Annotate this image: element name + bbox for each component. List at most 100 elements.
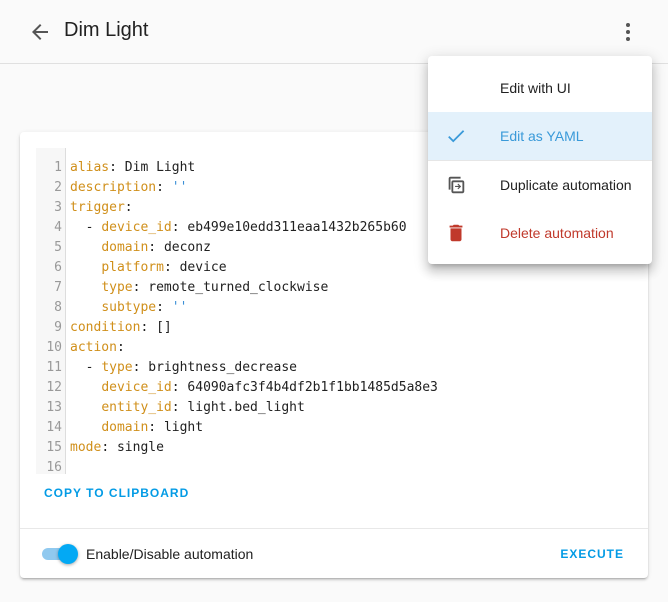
overflow-menu: Edit with UI Edit as YAML Duplicate auto…	[428, 56, 652, 264]
copy-to-clipboard-button[interactable]: COPY TO CLIPBOARD	[44, 486, 190, 500]
yaml-value: :	[156, 180, 172, 195]
yaml-value: :	[101, 440, 117, 455]
yaml-value: brightness_decrease	[148, 360, 297, 375]
arrow-left-icon	[32, 24, 48, 40]
yaml-key: device_id	[101, 380, 172, 395]
yaml-key: domain	[101, 240, 149, 255]
yaml-value: -	[70, 360, 102, 375]
line-number: 2	[54, 180, 62, 195]
menu-divider	[428, 160, 652, 161]
yaml-value: :	[156, 300, 172, 315]
code-line: mode: single	[70, 438, 632, 458]
execute-button[interactable]: EXECUTE	[560, 547, 624, 561]
yaml-value: light	[163, 420, 204, 435]
menu-item-duplicate-automation[interactable]: Duplicate automation	[428, 161, 652, 209]
line-number: 6	[54, 260, 62, 275]
yaml-key: alias	[70, 160, 110, 175]
menu-item-label: Edit as YAML	[500, 128, 584, 144]
line-number: 3	[54, 200, 62, 215]
yaml-value	[70, 300, 101, 315]
line-number: 12	[46, 380, 62, 395]
line-number: 9	[54, 320, 62, 335]
menu-item-edit-with-ui[interactable]: Edit with UI	[428, 64, 652, 112]
toggle-label: Enable/Disable automation	[86, 546, 254, 562]
menu-item-delete-automation[interactable]: Delete automation	[428, 209, 652, 257]
yaml-key: type	[101, 360, 133, 375]
code-line: type: remote_turned_clockwise	[70, 278, 632, 298]
line-number: 4	[54, 220, 62, 235]
duplicate-icon	[444, 173, 468, 197]
overflow-menu-button[interactable]	[612, 16, 644, 48]
yaml-value	[70, 420, 101, 435]
yaml-key: platform	[101, 260, 164, 275]
yaml-string: ''	[171, 300, 188, 315]
yaml-value: :	[109, 160, 125, 175]
yaml-value: :	[140, 320, 157, 335]
line-number: 16	[46, 460, 62, 474]
check-icon	[444, 124, 468, 148]
yaml-key: trigger	[70, 200, 125, 215]
top-toolbar: Dim Light	[0, 0, 668, 64]
yaml-key: domain	[101, 420, 149, 435]
code-line: domain: light	[70, 418, 632, 438]
yaml-value: :	[163, 260, 180, 275]
yaml-value	[70, 260, 101, 275]
yaml-value: -	[70, 220, 102, 235]
yaml-value: []	[156, 320, 172, 335]
yaml-value: deconz	[163, 240, 211, 255]
yaml-value: eb499e10edd311eaa1432b265b60	[187, 220, 407, 235]
dots-vertical-icon	[626, 23, 630, 41]
line-number: 7	[54, 280, 62, 295]
yaml-key: subtype	[101, 300, 157, 315]
yaml-value	[70, 400, 101, 415]
yaml-value: 64090afc3f4b4df2b1f1bb1485d5a8e3	[187, 380, 438, 395]
code-line: - device_id: eb499e10edd311eaa1432b265b6…	[70, 218, 632, 238]
yaml-key: device_id	[101, 220, 172, 235]
menu-item-edit-as-yaml[interactable]: Edit as YAML	[428, 112, 652, 160]
line-number: 8	[54, 300, 62, 315]
code-line: trigger:	[70, 198, 632, 218]
menu-item-label: Duplicate automation	[500, 177, 632, 193]
yaml-value: remote_turned_clockwise	[148, 280, 329, 295]
yaml-value	[70, 380, 101, 395]
yaml-key: action	[70, 340, 117, 355]
yaml-value: :	[124, 200, 133, 215]
yaml-value: :	[132, 280, 149, 295]
yaml-value: device	[179, 260, 227, 275]
code-line: - type: brightness_decrease	[70, 358, 632, 378]
yaml-key: mode	[70, 440, 102, 455]
menu-item-label: Delete automation	[500, 225, 614, 241]
yaml-value: :	[116, 340, 125, 355]
code-line: entity_id: light.bed_light	[70, 398, 632, 418]
code-line: platform: device	[70, 258, 632, 278]
enable-automation-toggle[interactable]	[40, 544, 78, 564]
line-number: 5	[54, 240, 62, 255]
toggle-thumb	[58, 544, 78, 564]
code-line: alias: Dim Light	[70, 158, 632, 178]
yaml-value	[70, 240, 101, 255]
back-button[interactable]	[24, 16, 56, 48]
code-line: device_id: 64090afc3f4b4df2b1f1bb1485d5a…	[70, 378, 632, 398]
page-title: Dim Light	[64, 19, 149, 41]
code-line	[70, 458, 632, 474]
line-number: 11	[46, 360, 62, 375]
yaml-value: light.bed_light	[187, 400, 305, 415]
trash-icon	[444, 221, 468, 245]
code-line: condition: []	[70, 318, 632, 338]
yaml-string: ''	[171, 180, 188, 195]
yaml-value: Dim Light	[124, 160, 196, 175]
yaml-key: entity_id	[101, 400, 172, 415]
yaml-value: :	[171, 400, 188, 415]
line-number: 14	[46, 420, 62, 435]
yaml-value: :	[148, 420, 164, 435]
card-actions: Enable/Disable automation EXECUTE	[20, 528, 648, 578]
yaml-key: type	[101, 280, 133, 295]
line-number: 1	[54, 160, 62, 175]
code-line: action:	[70, 338, 632, 358]
yaml-key: description	[70, 180, 157, 195]
yaml-key: condition	[70, 320, 141, 335]
yaml-value: :	[132, 360, 149, 375]
yaml-value: single	[116, 440, 164, 455]
